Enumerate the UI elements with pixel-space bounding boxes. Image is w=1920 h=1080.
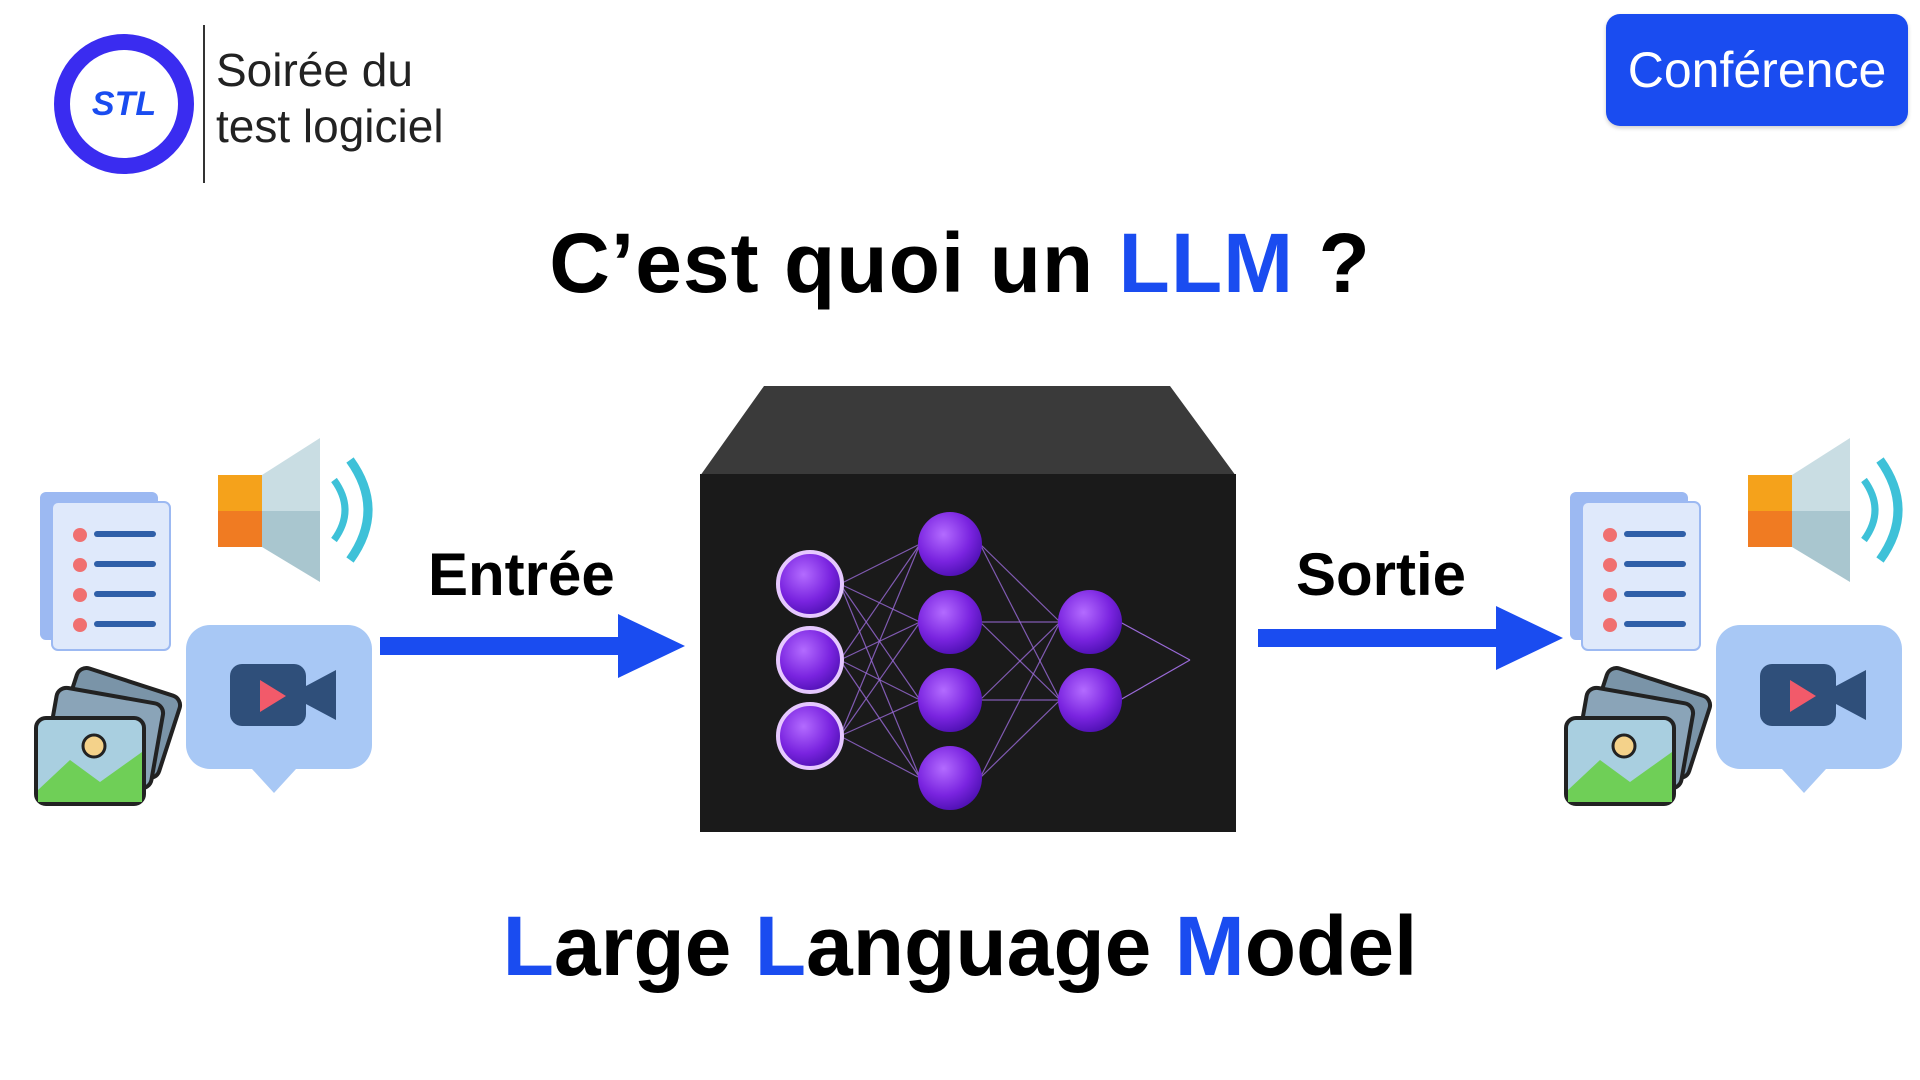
neuron-layer-2 (918, 512, 982, 576)
connection-line (839, 583, 921, 701)
neural-network-diagram (776, 512, 1191, 810)
neuron-layer-3 (1058, 668, 1122, 732)
neuron-layer-1 (776, 626, 844, 694)
connection-line (839, 543, 921, 661)
logo-divider (203, 25, 205, 183)
connection-line (839, 659, 921, 779)
connection-line (979, 699, 1061, 779)
logo-text: STL (92, 85, 156, 123)
video-icon (186, 625, 372, 793)
speaker-icon (1748, 438, 1903, 582)
neuron-layer-1 (776, 550, 844, 618)
brand-line-2: test logiciel (216, 100, 444, 152)
output-label: Sortie (1296, 541, 1467, 608)
connection-line (839, 543, 921, 585)
document-icon (40, 492, 171, 651)
title-highlight: LLM (1118, 216, 1295, 310)
connection-line (839, 543, 921, 737)
output-connection-line (1119, 621, 1191, 661)
connection-line (979, 621, 1061, 779)
neuron-layer-2 (918, 590, 982, 654)
connection-line (839, 735, 921, 779)
neuron-layer-2 (918, 746, 982, 810)
neuron-layer-1 (776, 702, 844, 770)
neuron-layer-2 (918, 668, 982, 732)
conference-badge[interactable]: Conférence (1606, 14, 1908, 126)
brand-line-1: Soirée du (216, 44, 413, 96)
input-media-icons (34, 438, 373, 806)
output-arrow (1258, 606, 1563, 670)
footer-initial-3: M (1174, 899, 1245, 993)
images-icon (1564, 666, 1713, 806)
input-arrow (380, 614, 685, 678)
document-icon (1570, 492, 1701, 651)
network-connections (839, 543, 1191, 779)
footer-initial-2: L (754, 899, 806, 993)
connection-line (839, 699, 921, 737)
connection-line (839, 621, 921, 737)
speaker-icon (218, 438, 373, 582)
footer-initial-1: L (502, 899, 554, 993)
footer-word-2: anguage (806, 899, 1175, 993)
connection-line (979, 543, 1061, 623)
input-label: Entrée (428, 541, 615, 608)
connection-line (979, 621, 1061, 701)
title-before: C’est quoi un (549, 216, 1119, 310)
footer-title: Large Language Model (0, 898, 1920, 995)
conference-badge-label: Conférence (1627, 42, 1887, 98)
video-icon (1716, 625, 1902, 793)
output-media-icons (1564, 438, 1903, 806)
page-title: C’est quoi un LLM ? (0, 215, 1920, 312)
connection-line (839, 583, 921, 779)
output-connection-line (1119, 659, 1191, 701)
stl-logo: STL (54, 34, 194, 174)
footer-word-3: odel (1244, 899, 1418, 993)
neuron-layer-3 (1058, 590, 1122, 654)
brand-name: Soirée du test logiciel (216, 42, 444, 154)
footer-word-1: arge (553, 899, 755, 993)
title-after: ? (1294, 216, 1371, 310)
images-icon (34, 666, 183, 806)
